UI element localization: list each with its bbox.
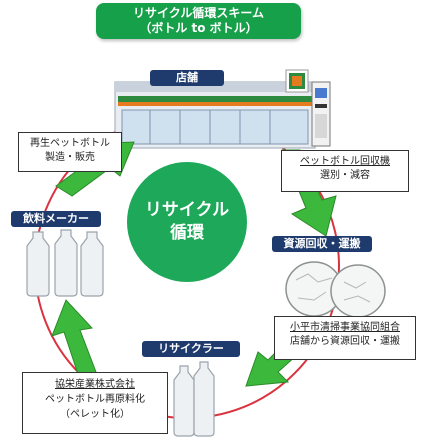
beverage-maker-label: 飲料メーカー	[11, 211, 101, 227]
collection-label: 資源回収・運搬	[272, 236, 372, 252]
union-line1: 小平市清掃事業協同組合	[290, 322, 400, 333]
remanufacture-box: 再生ペットボトル 製造・販売	[18, 132, 122, 172]
remanufacture-line2: 製造・販売	[45, 152, 95, 163]
collection-machine-line2: 選別・減容	[320, 170, 370, 181]
store-label: 店舗	[150, 70, 224, 86]
center-line1: リサイクル	[144, 200, 230, 220]
bottle-bags-illustration	[285, 261, 386, 318]
title-line1: リサイクル循環スキーム	[132, 6, 265, 20]
title-banner: リサイクル循環スキーム （ボトル to ボトル）	[96, 3, 301, 39]
title-line2: （ボトル to ボトル）	[139, 21, 258, 35]
union-box: 小平市清掃事業協同組合 店舗から資源回収・運搬	[274, 316, 416, 360]
beverage-bottles-illustration	[26, 229, 104, 297]
recycler-company-box: 協栄産業株式会社 ペットボトル再原料化 （ペレット化）	[22, 372, 168, 434]
collection-machine-box: ペットボトル回収機 選別・減容	[281, 150, 409, 192]
recycler-label: リサイクラー	[142, 341, 240, 357]
union-line2: 店舗から資源回収・運搬	[290, 336, 400, 347]
remanufacture-line1: 再生ペットボトル	[30, 138, 110, 149]
collection-machine-illustration	[311, 81, 331, 147]
recycler-company-line3: （ペレット化）	[60, 409, 130, 420]
collection-machine-line1: ペットボトル回収機	[300, 156, 390, 167]
recycle-cycle-center: リサイクル 循環	[127, 162, 247, 282]
recycler-company-line2: ペットボトル再原料化	[45, 394, 145, 405]
recycled-bottles-illustration	[173, 361, 215, 437]
center-line2: 循環	[170, 223, 204, 243]
recycler-company-line1: 協栄産業株式会社	[55, 379, 135, 390]
